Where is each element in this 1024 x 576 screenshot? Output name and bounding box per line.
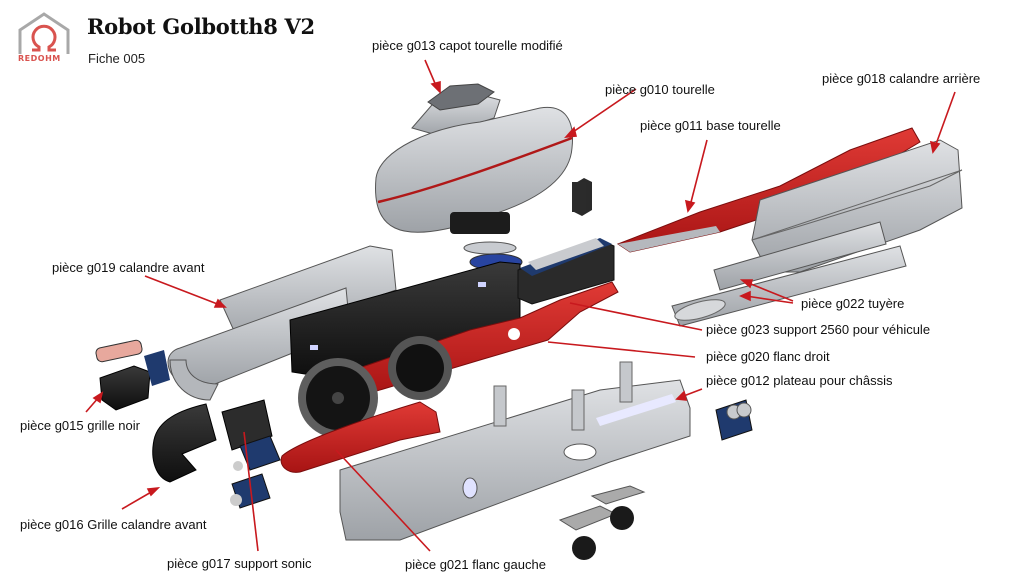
part-g019-front-grille — [167, 245, 397, 401]
label-g021: pièce g021 flanc gauche — [405, 557, 546, 572]
omega-house-logo-icon — [18, 12, 70, 54]
label-g023: pièce g023 support 2560 pour véhicule — [706, 322, 931, 337]
arrow-g019 — [144, 275, 221, 306]
arrowhead-g013 — [430, 80, 441, 94]
arrow-g021 — [335, 449, 431, 552]
sheet-number: Fiche 005 — [88, 51, 146, 66]
arrowhead-g015 — [92, 391, 104, 404]
arrow-g016 — [121, 490, 154, 510]
part-g010-turret — [375, 106, 592, 271]
part-ultrasonic-sensor-right — [715, 399, 753, 441]
part-g011-turret-base — [616, 127, 921, 253]
label-g017: pièce g017 support sonic — [167, 556, 312, 571]
part-g013-turret-cover — [411, 83, 501, 137]
label-g020: pièce g020 flanc droit — [706, 349, 830, 364]
label-g011: pièce g011 base tourelle — [640, 118, 781, 133]
arrow-g011 — [689, 139, 708, 207]
label-g015: pièce g015 grille noir — [20, 418, 140, 433]
diagram-title: Robot Golbotth8 V2 — [87, 14, 315, 39]
part-g016-front-grille-cover — [152, 399, 273, 483]
label-g010: pièce g010 tourelle — [605, 82, 715, 97]
arrow-g023 — [569, 302, 703, 331]
label-g016: pièce g016 Grille calandre avant — [20, 517, 207, 532]
arrowhead-g022-a — [739, 279, 754, 289]
arrow-g017 — [243, 431, 259, 552]
arrowhead-g018 — [929, 140, 941, 154]
part-g015-black-grille — [95, 339, 170, 411]
leader-arrows — [85, 59, 956, 552]
arrowhead-g022-b — [739, 290, 751, 302]
label-g019: pièce g019 calandre avant — [52, 260, 205, 275]
part-wheels — [298, 336, 452, 438]
part-connector — [572, 182, 586, 212]
part-g023-board-support — [517, 238, 615, 305]
label-g018: pièce g018 calandre arrière — [822, 71, 981, 86]
logo-text: REDOHM — [18, 54, 61, 63]
arrowhead-g011 — [684, 199, 696, 213]
arrow-g018 — [934, 91, 956, 148]
part-g021-left-flank — [280, 401, 441, 473]
label-g012: pièce g012 plateau pour châssis — [706, 373, 893, 388]
part-g018-rear-grille — [751, 139, 963, 273]
part-casters — [558, 485, 646, 560]
label-g013: pièce g013 capot tourelle modifié — [372, 38, 563, 53]
arrowhead-g012 — [675, 390, 688, 401]
arrowhead-g019 — [213, 298, 227, 308]
arrow-g022-a — [745, 281, 794, 302]
label-g022: pièce g022 tuyère — [801, 296, 905, 311]
arrow-g020 — [547, 341, 696, 358]
part-g022-nozzle — [671, 221, 907, 327]
arrowhead-g016 — [146, 486, 161, 497]
arrow-g022-b — [745, 295, 794, 304]
part-g012-chassis-plate — [339, 361, 691, 541]
arrowhead-g010 — [564, 126, 578, 138]
arrow-g010 — [569, 88, 637, 135]
